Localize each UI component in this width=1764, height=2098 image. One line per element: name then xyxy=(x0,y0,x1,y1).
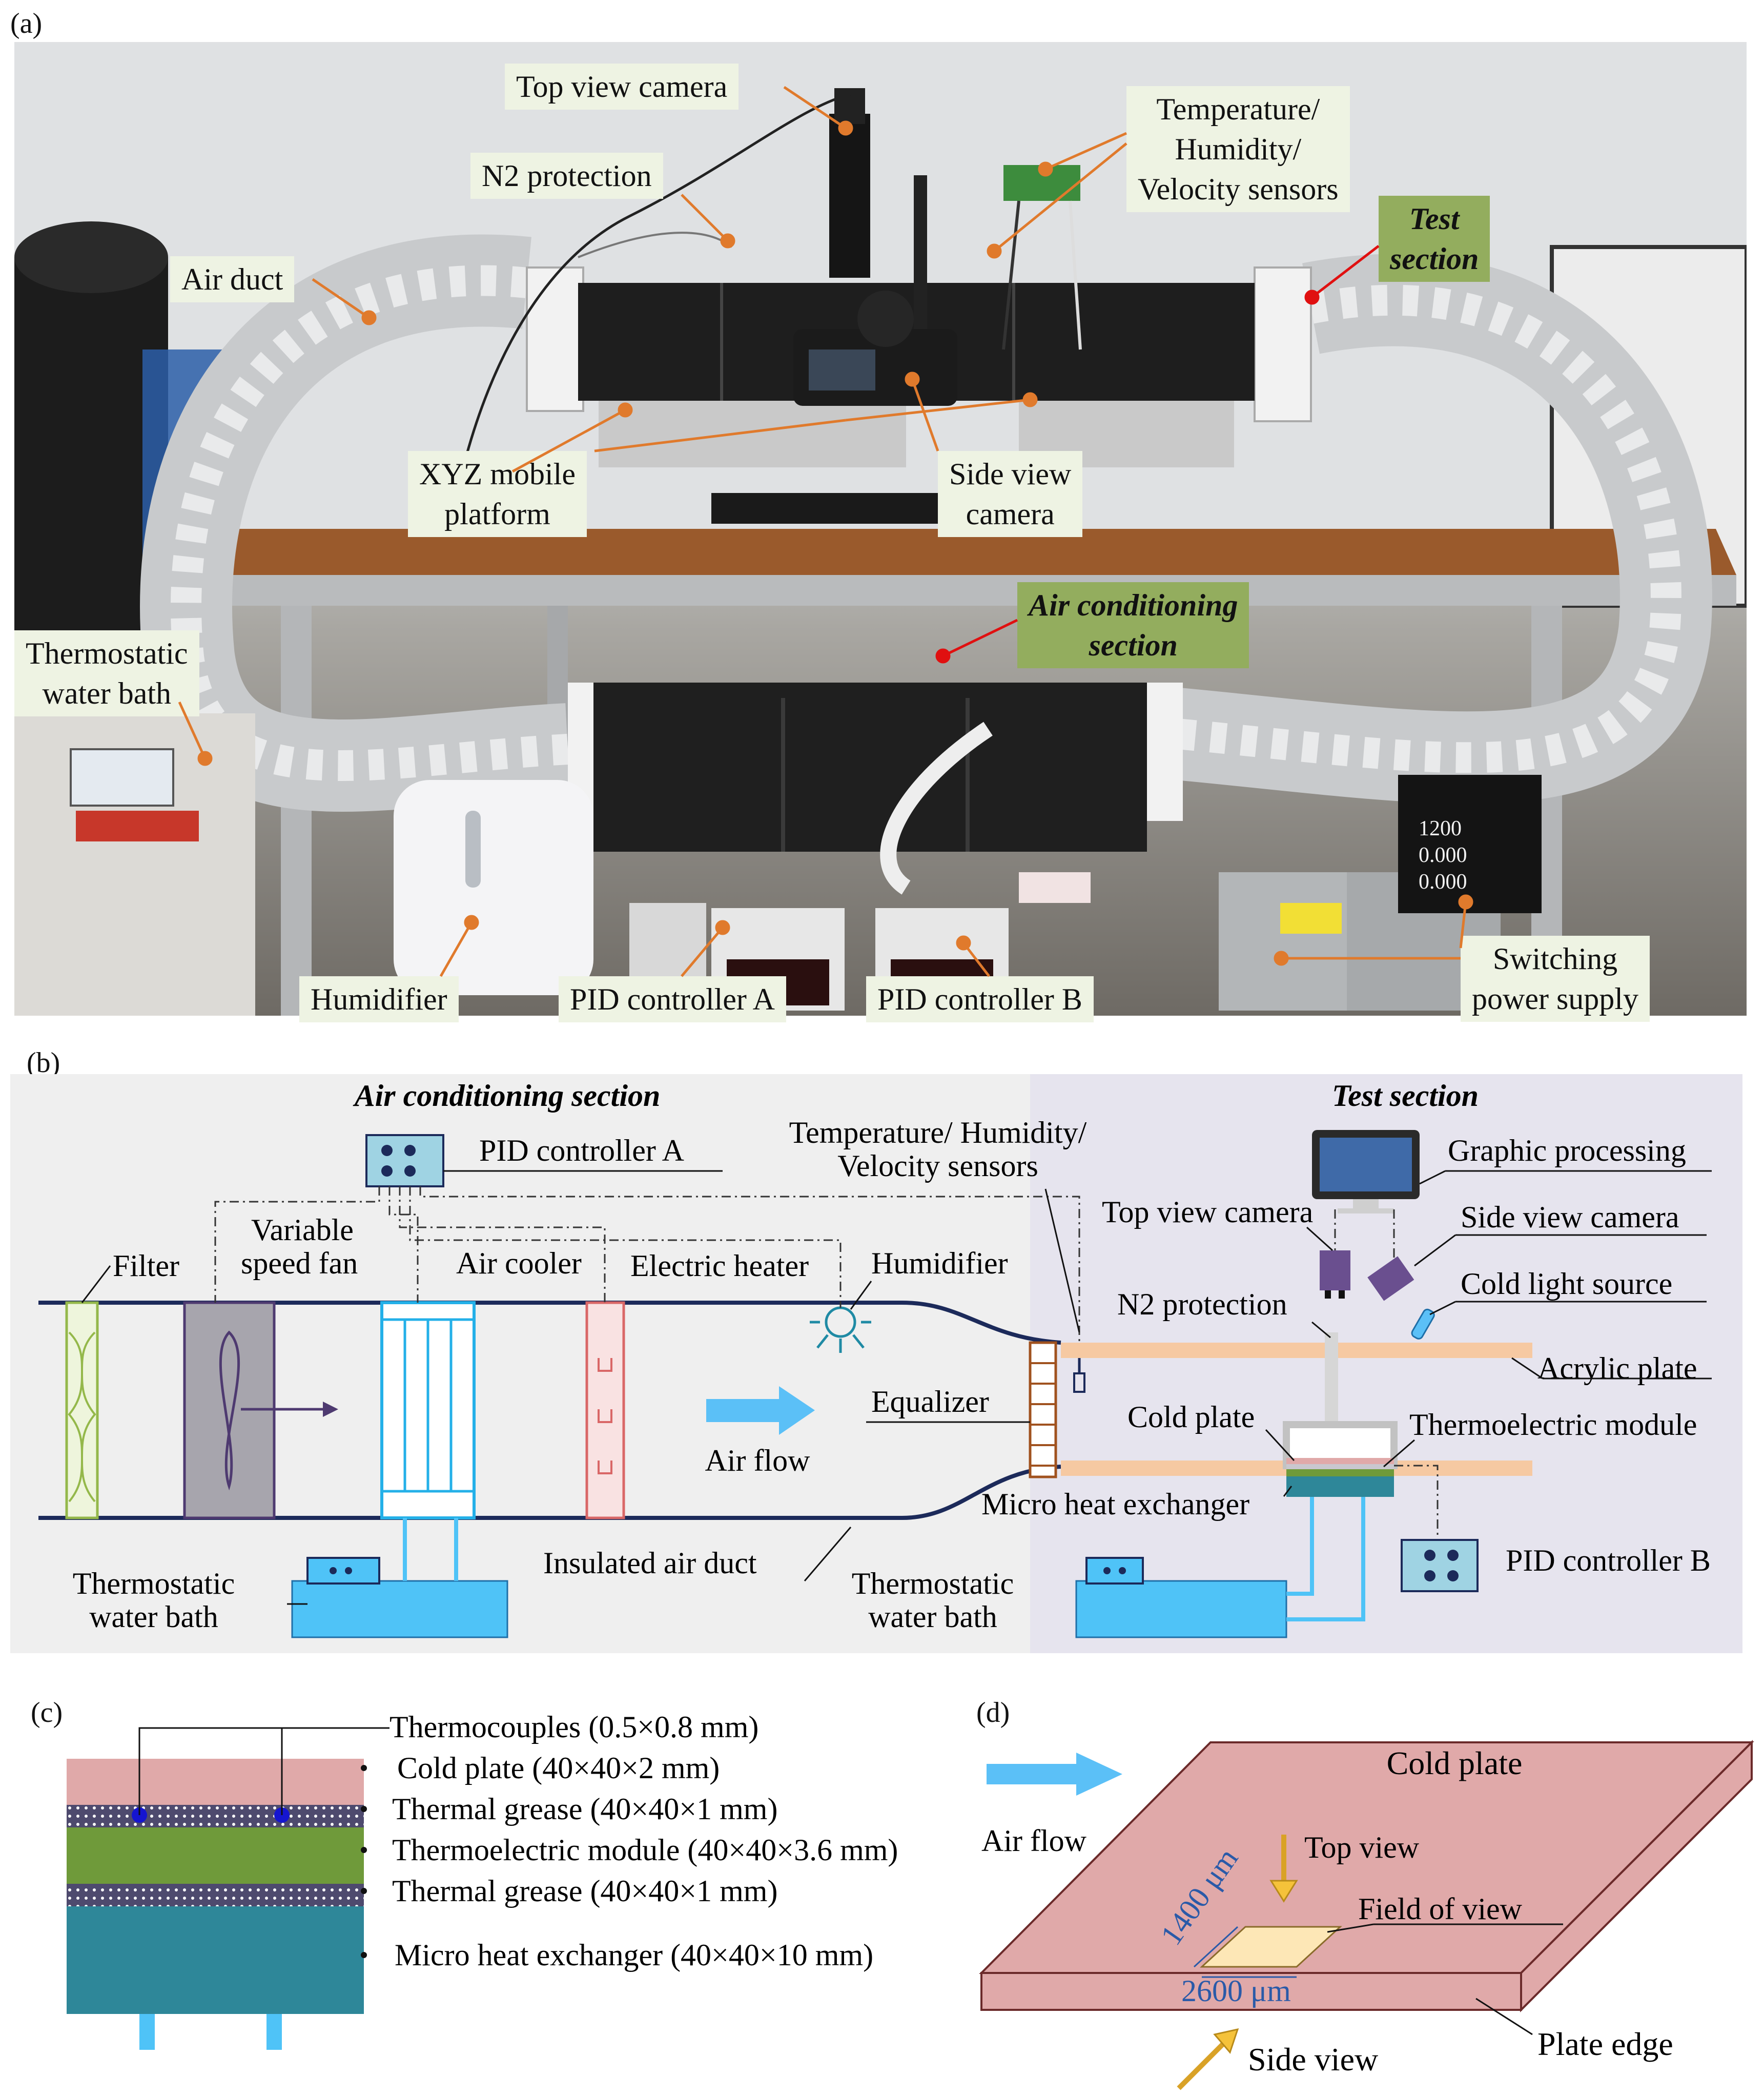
label-bath1-line1: Thermostatic xyxy=(73,1567,235,1600)
cold-plate xyxy=(1286,1458,1394,1464)
label-te-module: Thermoelectric module xyxy=(1409,1408,1697,1442)
panel-label-c: (c) xyxy=(31,1697,63,1729)
label-c-cold-plate: Cold plate (40×40×2 mm) xyxy=(397,1751,720,1785)
stack-micro-hx xyxy=(67,1906,364,2014)
label-air-flow: Air flow xyxy=(705,1444,811,1477)
ps-display-3: 0.000 xyxy=(1419,870,1467,894)
n2-tube xyxy=(1325,1332,1338,1425)
label-dim-w: 2600 μm xyxy=(1181,1974,1291,2008)
label-duct: Insulated air duct xyxy=(543,1546,757,1580)
label-c-micro-hx: Micro heat exchanger (40×40×10 mm) xyxy=(395,1938,873,1972)
label-acrylic: Acrylic plate xyxy=(1537,1351,1697,1385)
label-c-grease-2: Thermal grease (40×40×1 mm) xyxy=(392,1874,777,1908)
panel-a-leaders xyxy=(178,86,1473,977)
panel-label-d: (d) xyxy=(976,1697,1010,1729)
label-c-grease-1: Thermal grease (40×40×1 mm) xyxy=(392,1792,777,1826)
label-pid-a: PID controller A xyxy=(479,1134,684,1167)
top-camera xyxy=(1320,1250,1350,1290)
callout-pid-b: PID controller B xyxy=(866,976,1094,1022)
callout-pid-a: PID controller A xyxy=(559,976,786,1022)
sensor-probe xyxy=(1073,1372,1085,1393)
ps-display-1: 1200 xyxy=(1419,817,1462,840)
label-fan-line2: speed fan xyxy=(241,1246,358,1280)
te-module xyxy=(1286,1469,1394,1476)
label-fov: Field of view xyxy=(1358,1892,1523,1926)
label-sensors-line1: Temperature/ Humidity/ xyxy=(789,1116,1087,1149)
panel-d-plate: Air flow Cold plate Top view Field of vi… xyxy=(979,1740,1754,2090)
label-d-cold-plate: Cold plate xyxy=(1387,1745,1523,1781)
air-flow-arrow xyxy=(706,1386,815,1435)
label-equalizer: Equalizer xyxy=(871,1385,989,1418)
acrylic-plate-top xyxy=(1061,1343,1532,1358)
cold-light xyxy=(1411,1308,1435,1340)
equalizer xyxy=(1029,1341,1057,1478)
label-plate-edge: Plate edge xyxy=(1537,2026,1673,2062)
ps-display-2: 0.000 xyxy=(1419,844,1467,867)
pid-a-box xyxy=(365,1134,444,1187)
label-bath2-line2: water bath xyxy=(868,1600,997,1634)
callout-top-view-camera: Top view camera xyxy=(505,64,739,110)
label-n2: N2 protection xyxy=(1117,1287,1287,1321)
stack-cold-plate xyxy=(67,1759,364,1805)
panel-label-b: (b) xyxy=(27,1047,60,1079)
label-d-air-flow: Air flow xyxy=(981,1824,1087,1858)
title-test-section: Test section xyxy=(1332,1079,1479,1113)
label-graphic: Graphic processing xyxy=(1448,1134,1686,1167)
title-ac-section: Air conditioning section xyxy=(353,1079,661,1113)
label-fan-line1: Variable xyxy=(251,1213,354,1247)
panel-c-stack: Thermocouples (0.5×0.8 mm) Cold plate (4… xyxy=(67,1710,898,2050)
label-pid-b: PID controller B xyxy=(1506,1544,1711,1577)
label-air-cooler: Air cooler xyxy=(456,1246,582,1280)
water-bath-1 xyxy=(291,1580,508,1638)
label-micro-hx: Micro heat exchanger xyxy=(981,1487,1249,1521)
pid-b-box xyxy=(1401,1539,1479,1592)
callout-humidifier: Humidifier xyxy=(299,976,459,1022)
label-top-view: Top view xyxy=(1304,1830,1420,1864)
water-bath-2 xyxy=(1075,1580,1287,1638)
stack-grease-2 xyxy=(67,1884,364,1906)
side-camera xyxy=(1367,1256,1414,1301)
stack-pipe-2 xyxy=(266,2014,282,2050)
duct-top-wall xyxy=(38,1301,1061,1345)
label-side-view: Side view xyxy=(1248,2041,1378,2078)
stack-pipe-1 xyxy=(139,2014,155,2050)
label-side-cam: Side view camera xyxy=(1461,1200,1679,1234)
micro-hx xyxy=(1286,1476,1394,1497)
field-of-view xyxy=(1200,1926,1342,1968)
label-humidifier: Humidifier xyxy=(871,1246,1008,1280)
label-bath2-line1: Thermostatic xyxy=(852,1567,1014,1600)
electric-heater xyxy=(585,1301,625,1519)
label-bath1-line2: water bath xyxy=(89,1600,218,1634)
callout-air-duct: Air duct xyxy=(170,256,295,302)
label-top-cam: Top view camera xyxy=(1102,1195,1313,1229)
callout-n2-protection: N2 protection xyxy=(470,153,663,199)
label-heater: Electric heater xyxy=(630,1249,809,1283)
stack-te-module xyxy=(67,1827,364,1884)
plate-side-face xyxy=(1520,1740,1753,2012)
label-sensors-line2: Velocity sensors xyxy=(837,1149,1038,1183)
panel-label-a: (a) xyxy=(10,8,43,39)
stack-grease-1 xyxy=(67,1805,364,1827)
side-view-arrow xyxy=(1177,2040,1227,2090)
callout-sensors: Temperature/Humidity/Velocity sensors xyxy=(1126,86,1350,212)
label-cold-light: Cold light source xyxy=(1461,1267,1672,1301)
label-cold-plate: Cold plate xyxy=(1127,1400,1255,1434)
label-c-te-module: Thermoelectric module (40×40×3.6 mm) xyxy=(392,1833,898,1867)
d-air-flow-arrow xyxy=(987,1753,1122,1796)
panel-b-schematic: Air conditioning section Test section Fi… xyxy=(10,1074,1742,1653)
label-thermocouples: Thermocouples (0.5×0.8 mm) xyxy=(389,1710,758,1744)
label-filter: Filter xyxy=(113,1249,179,1283)
